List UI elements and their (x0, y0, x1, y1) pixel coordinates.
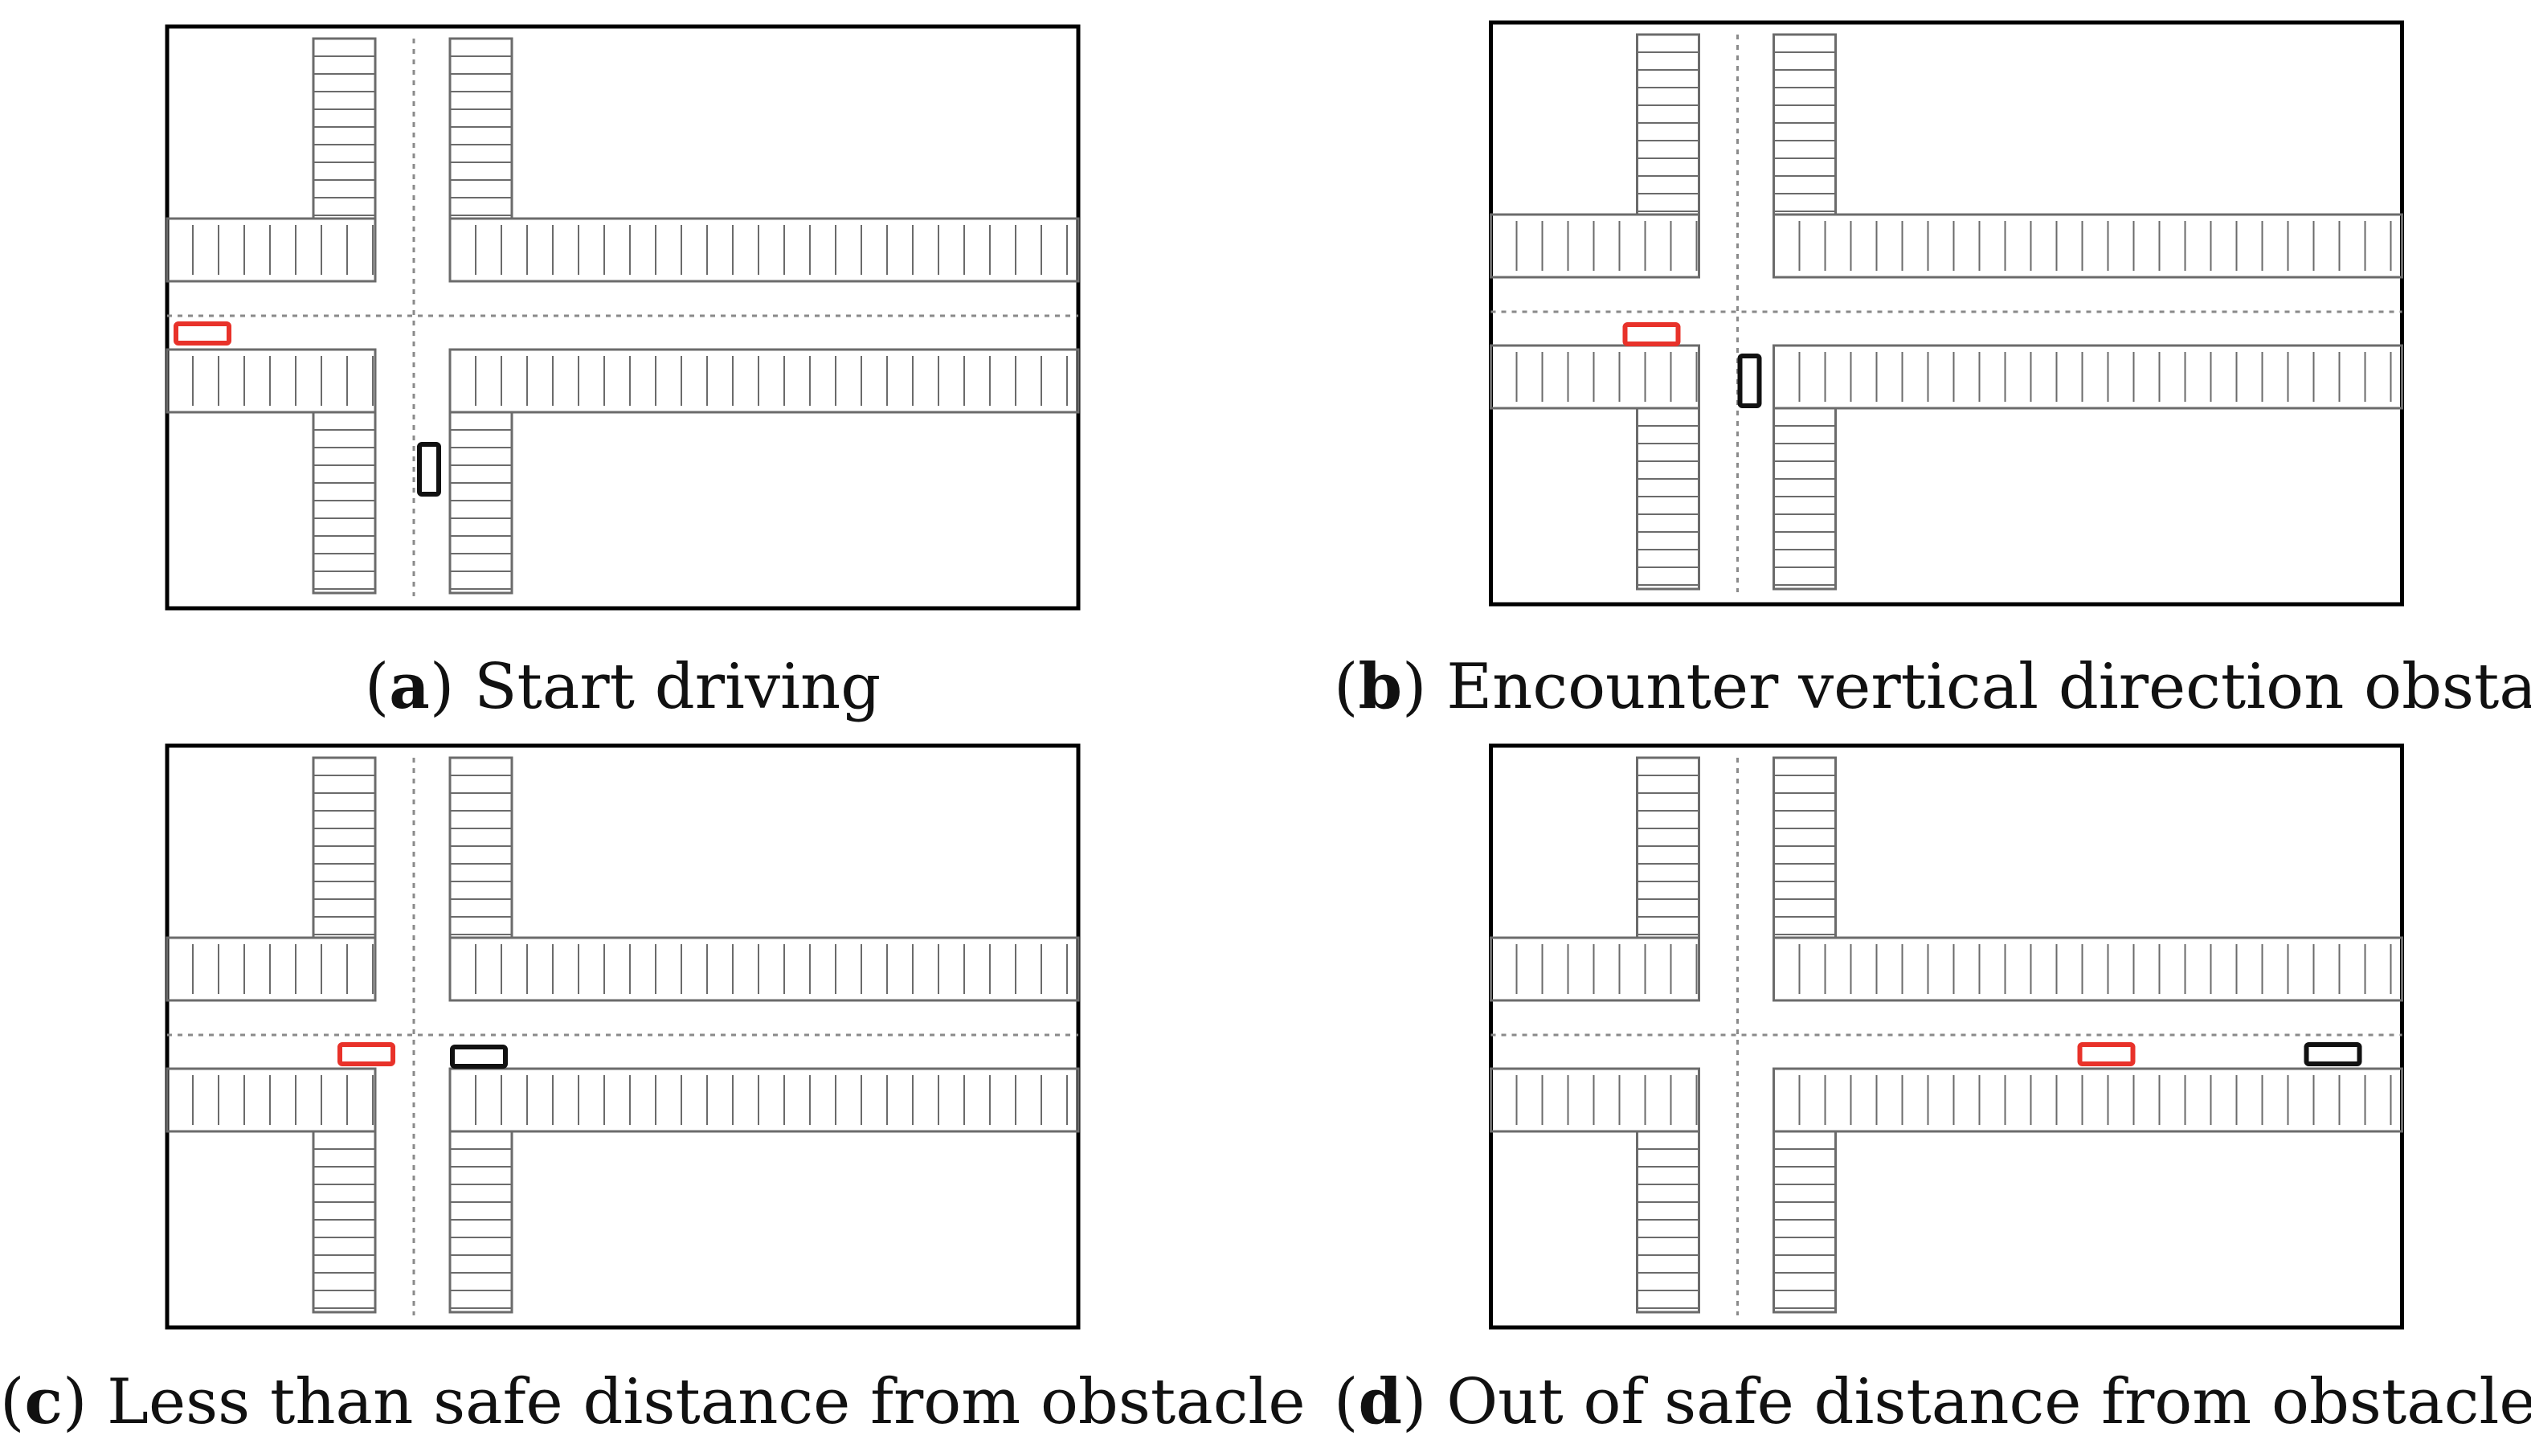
map-frame (1489, 20, 2404, 607)
caption-b: (b) Encounter vertical direction obstacl… (1334, 650, 2531, 723)
parking-row (166, 348, 377, 414)
parking-row (1490, 1067, 1700, 1133)
caption-d: (d) Out of safe distance from obstacle (1334, 1365, 2531, 1438)
parking-lot-map-b (1489, 20, 2404, 607)
parking-lot-map-a (165, 24, 1081, 611)
parking-row (1490, 213, 1700, 279)
panel-b (1482, 20, 2410, 607)
parking-row (448, 217, 1080, 283)
panel-a (165, 24, 1081, 611)
ego-vehicle-c (337, 1042, 395, 1066)
parking-lot-map-d (1489, 743, 2404, 1330)
parking-row (166, 217, 377, 283)
obstacle-vehicle-b (1737, 354, 1762, 408)
caption-a: (a) Start driving (364, 650, 881, 723)
parking-row (448, 1067, 1080, 1133)
obstacle-vehicle-d (2304, 1042, 2362, 1066)
ego-vehicle-b (1622, 322, 1681, 346)
map-frame (165, 24, 1081, 611)
panel-c (165, 743, 1081, 1330)
ego-vehicle-d (2077, 1042, 2136, 1066)
obstacle-vehicle-a (417, 442, 441, 497)
map-frame (165, 743, 1081, 1330)
panel-d (1482, 743, 2410, 1330)
parking-lot-map-c (165, 743, 1081, 1330)
obstacle-vehicle-c (450, 1045, 508, 1069)
parking-row (1490, 936, 1700, 1002)
ego-vehicle-a (174, 321, 231, 346)
parking-row (1773, 213, 2403, 279)
map-frame (1489, 743, 2404, 1330)
parking-row (1773, 1067, 2403, 1133)
parking-row (166, 936, 377, 1002)
parking-row (448, 936, 1080, 1002)
parking-row (448, 348, 1080, 414)
parking-row (1490, 344, 1700, 410)
parking-row (166, 1067, 377, 1133)
parking-row (1773, 936, 2403, 1002)
caption-c: (c) Less than safe distance from obstacl… (0, 1365, 1306, 1438)
parking-row (1773, 344, 2403, 410)
